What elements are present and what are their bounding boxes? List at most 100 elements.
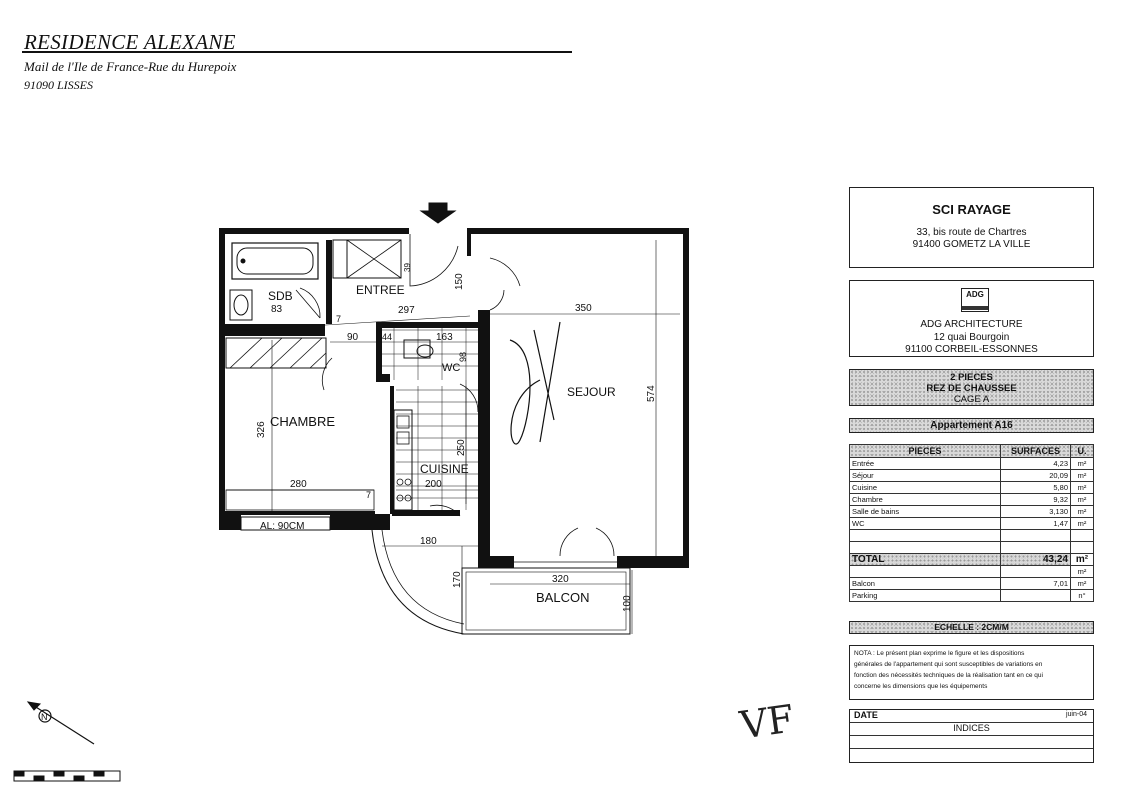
- owner-address-line1: 33, bis route de Chartres: [916, 227, 1027, 238]
- apartment-label: Appartement A16: [930, 420, 1013, 431]
- dim-entree-width: 297: [398, 305, 415, 316]
- total-label: TOTAL: [849, 553, 1001, 566]
- residence-address: Mail de l'Ile de France-Rue du Hurepoix: [24, 59, 237, 74]
- room-label-sdb: SDB: [268, 289, 293, 303]
- unit-level: REZ DE CHAUSSEE: [926, 383, 1017, 394]
- row-piece: Entrée: [849, 457, 1001, 470]
- row-piece: Balcon: [849, 577, 1001, 590]
- handwritten-initials: VF: [737, 696, 797, 748]
- apartment-box: Appartement A16: [849, 418, 1094, 433]
- row-surface: 5,80: [1000, 481, 1071, 494]
- row-unit: m²: [1070, 517, 1094, 530]
- room-label-cuisine: CUISINE: [420, 462, 469, 476]
- adg-logo: ADG: [961, 288, 989, 312]
- dim-chambre-width: 280: [290, 479, 307, 490]
- date-box: DATE juin-04 INDICES: [849, 709, 1094, 763]
- entry-arrow-icon: [419, 202, 457, 224]
- indices-label: INDICES: [953, 723, 990, 733]
- header-surfaces: SURFACES: [1000, 444, 1071, 458]
- dim-7-chambre: 7: [366, 490, 371, 500]
- dim-170: 170: [452, 571, 463, 588]
- title-underline: [22, 51, 572, 53]
- owner-address-line2: 91400 GOMETZ LA VILLE: [912, 239, 1031, 250]
- nota-line: générales de l'appartement qui sont susc…: [854, 661, 1043, 668]
- owner-name: SCI RAYAGE: [932, 202, 1011, 217]
- row-piece: Chambre: [849, 493, 1001, 506]
- date-value: juin-04: [1065, 711, 1087, 718]
- dim-7-entree: 7: [336, 314, 341, 324]
- total-row: TOTAL 43,24 m²: [849, 553, 1094, 566]
- residence-title: RESIDENCE ALEXANE: [24, 30, 236, 54]
- row-piece: WC: [849, 517, 1001, 530]
- dim-balcon-width: 320: [552, 574, 569, 585]
- row-unit: m²: [1070, 457, 1094, 470]
- scale-label: ECHELLE : 2CM/M: [934, 622, 1009, 632]
- nota-line: fonction des nécessités techniques de la…: [854, 672, 1043, 679]
- room-label-wc: WC: [442, 362, 460, 374]
- row-unit: m²: [1070, 505, 1094, 518]
- nota-box: NOTA : Le présent plan exprime le figure…: [849, 645, 1094, 700]
- row-surface: 4,23: [1000, 457, 1071, 470]
- dim-wall-39: 39: [403, 263, 412, 272]
- table-row-empty: m²: [849, 565, 1094, 578]
- residence-city: 91090 LISSES: [24, 78, 93, 92]
- dim-sejour-width: 350: [575, 303, 592, 314]
- unit-pieces: 2 PIECES: [950, 372, 993, 383]
- floor-plan: SDB ENTREE CHAMBRE WC CUISINE SEJOUR BAL…: [13, 202, 689, 782]
- architect-address-line2: 91100 CORBEIL-ESSONNES: [905, 344, 1038, 355]
- dim-wc-44: 44: [382, 332, 392, 342]
- date-row: DATE juin-04: [850, 710, 1093, 723]
- row-surface: 3,130: [1000, 505, 1071, 518]
- scale-bar: [13, 770, 121, 782]
- dim-cuisine-width: 200: [425, 479, 442, 490]
- row-piece: Séjour: [849, 469, 1001, 482]
- dim-sdb-width: 83: [271, 304, 283, 315]
- dim-90: 90: [347, 332, 359, 343]
- window-allege: AL: 90CM: [260, 521, 304, 532]
- nota-line: concerne les dimensions que les équipeme…: [854, 683, 988, 690]
- row-unit: m²: [1070, 577, 1094, 590]
- indices-empty-row: [850, 749, 1093, 761]
- date-label: DATE: [854, 710, 878, 720]
- nota-line: NOTA : Le présent plan exprime le figure…: [854, 650, 1025, 657]
- row-piece: Cuisine: [849, 481, 1001, 494]
- dim-sejour-height: 574: [646, 385, 657, 402]
- row-surface: 1,47: [1000, 517, 1071, 530]
- unit-stair: CAGE A: [953, 394, 990, 405]
- indices-empty-row: [850, 736, 1093, 749]
- surfaces-header-row: PIECES SURFACES U.: [849, 444, 1094, 458]
- parking-row: Parking n°: [849, 589, 1094, 602]
- room-label-sejour: SEJOUR: [567, 385, 616, 399]
- row-piece: Salle de bains: [849, 505, 1001, 518]
- row-piece: Parking: [849, 589, 1001, 602]
- scale-box: ECHELLE : 2CM/M: [849, 621, 1094, 634]
- dim-180: 180: [420, 536, 437, 547]
- header-pieces: PIECES: [849, 444, 1001, 458]
- row-surface: 7,01: [1000, 577, 1071, 590]
- dim-wc-height: 98: [458, 352, 468, 362]
- row-unit: m²: [1070, 481, 1094, 494]
- table-row-empty: [849, 529, 1094, 542]
- table-row-empty: [849, 541, 1094, 554]
- row-surface: [1000, 589, 1071, 602]
- architect-name: ADG ARCHITECTURE: [920, 319, 1023, 330]
- total-unit: m²: [1070, 553, 1094, 566]
- dim-balcon-height: 100: [622, 595, 633, 612]
- dim-cuisine-height: 250: [456, 439, 467, 456]
- room-label-balcon: BALCON: [536, 590, 589, 605]
- architect-box: ADG ADG ARCHITECTURE 12 quai Bourgoin 91…: [849, 280, 1094, 357]
- dim-entree-height: 150: [454, 273, 465, 290]
- row-unit: m²: [1070, 469, 1094, 482]
- row-unit: n°: [1070, 589, 1094, 602]
- row-surface: 9,32: [1000, 493, 1071, 506]
- unit-type-box: 2 PIECES REZ DE CHAUSSEE CAGE A: [849, 369, 1094, 406]
- svg-text:N: N: [41, 712, 48, 722]
- owner-box: SCI RAYAGE 33, bis route de Chartres 914…: [849, 187, 1094, 268]
- row-unit: m²: [1070, 493, 1094, 506]
